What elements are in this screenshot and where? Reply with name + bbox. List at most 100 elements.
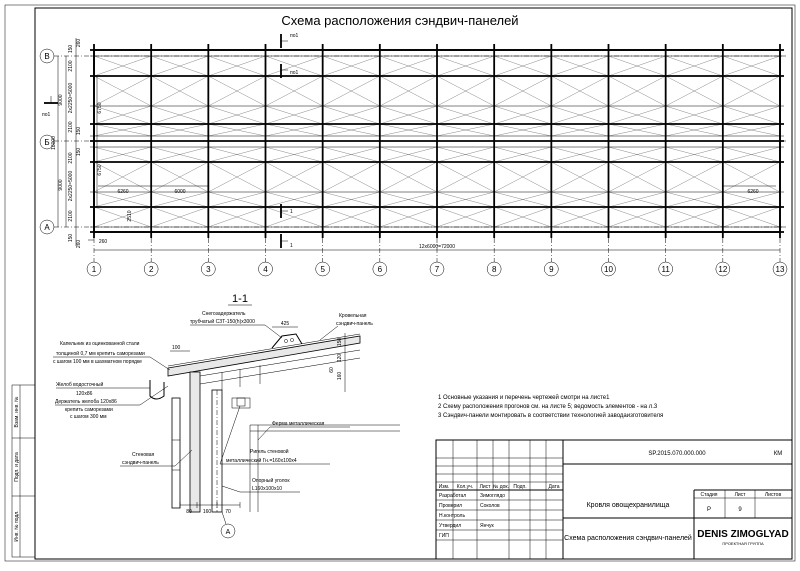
bay-brace [322, 206, 380, 228]
bay-brace [208, 146, 266, 163]
tb-sheet-name: Схема расположения сэндвич-панелей [564, 534, 692, 542]
label-roof-panel-1: Кровельная [339, 313, 367, 319]
dim-150-sec: 150 [337, 338, 343, 347]
title-block [435, 439, 793, 560]
bay-brace [436, 206, 495, 228]
note-2: 2 Схему расположения прогонов см. на лис… [438, 404, 658, 410]
column-axis-label: 13 [776, 265, 785, 274]
bay-brace [608, 161, 666, 193]
bay-brace [722, 146, 781, 163]
inner-frame [34, 7, 793, 560]
dim-425: 425 [281, 321, 290, 327]
bay-brace [265, 55, 323, 77]
tb-company: DENIS ZIMOGLYAD [697, 529, 789, 540]
sheet-title: Схема расположения сэндвич-панелей [281, 13, 518, 28]
bay-brace [151, 161, 209, 193]
rigel-profile [231, 397, 251, 409]
bay-brace [265, 123, 323, 137]
bay-brace [208, 123, 266, 137]
label-snow-spec: трубчатый СЗТ-150(h)х3000 [190, 318, 255, 325]
tb-project: Кровля овощехранилища [587, 502, 670, 509]
cut-markers: по1 по1 по1 1 1 [42, 33, 298, 249]
bay-brace [665, 105, 723, 125]
tb-list: 9 [738, 507, 742, 513]
bay-brace [151, 206, 209, 228]
angle-leader [221, 485, 241, 493]
snow-guard [271, 333, 303, 349]
label-wall-1: Стеновая [132, 452, 155, 458]
column-axis-marker [258, 261, 273, 277]
bay-brace [665, 161, 723, 193]
base-dim-70: 70 [225, 509, 231, 515]
bay-brace [208, 191, 266, 208]
roof-panel-skin [167, 333, 361, 367]
bay-brace [551, 191, 609, 208]
column-axis-marker [601, 261, 616, 277]
bay-brace [722, 123, 781, 137]
bay-brace [494, 161, 552, 193]
bay-brace [322, 123, 380, 137]
outer-frame [4, 4, 796, 562]
column-axis-label: 3 [206, 265, 211, 274]
section-axis-leader [221, 511, 227, 525]
bay-brace [265, 191, 323, 208]
label-drip-3: с шагом 100 мм в шахматном порядке [53, 359, 142, 365]
roof-panel [167, 335, 361, 377]
bay-brace [322, 191, 380, 208]
tb-km: КМ [774, 451, 783, 457]
bay-brace [494, 191, 552, 208]
tb-code: SP.2015.070.000.000 [648, 451, 706, 457]
tb-name-0: Зимоглядо [480, 493, 505, 499]
label-gutter-2: 120х86 [76, 391, 93, 397]
dim-2510: 2510 [127, 210, 133, 221]
row-axis-marker-b [39, 134, 55, 150]
tb-name-3: Янчук [480, 523, 494, 529]
truss-posts [221, 365, 261, 390]
bay-brace [722, 75, 781, 107]
bay-brace [151, 191, 209, 208]
dim-120-sec: 120 [337, 354, 343, 363]
roof-panel-leader [319, 325, 339, 341]
bay-brace [93, 206, 152, 228]
bay-brace [93, 55, 152, 77]
column-axis-marker [429, 261, 445, 277]
bay-brace [93, 75, 152, 107]
bay-brace [436, 191, 495, 208]
bay-brace [665, 146, 723, 163]
bay-brace [322, 146, 380, 163]
truss-leader [257, 426, 271, 441]
row-axis-a: А [44, 223, 50, 232]
bay-brace [436, 55, 495, 77]
column-axis-marker [372, 261, 388, 277]
bay-brace [665, 75, 723, 107]
bay-brace [665, 206, 723, 228]
dim-160-sec: 160 [337, 372, 343, 381]
dim-6260-right: 6260 [747, 189, 758, 195]
tb-stage-h: Стадия [700, 492, 717, 498]
label-snow: Снегозадержатель [202, 311, 246, 317]
bay-brace [722, 206, 781, 228]
bay-brace [722, 55, 781, 77]
bay-brace [322, 55, 380, 77]
tb-stage: Р [707, 507, 711, 513]
bay-brace [151, 55, 209, 77]
label-drip-2: толщиной 0,7 мм крепить саморезами [56, 350, 145, 357]
column-axis-marker [772, 261, 788, 277]
bay-brace [265, 206, 323, 228]
truss-chords [199, 349, 361, 385]
bay-brace [608, 206, 666, 228]
bay-brace [551, 146, 609, 163]
tb-role-1: Проверил [439, 503, 462, 509]
cut-1b: 1 [290, 243, 293, 249]
bay-brace [665, 123, 723, 137]
label-roof-panel-2: сэндвич-панель [336, 321, 373, 327]
tb-role-0: Разработал [439, 493, 466, 499]
wall-leader [174, 449, 193, 467]
tb-role-2: Н.контроль [439, 513, 465, 519]
plan-row-axes: В Б А [39, 48, 55, 235]
dim-2100-4: 2100 [68, 210, 74, 221]
cut-1a: 1 [290, 209, 293, 215]
bay-brace [551, 206, 609, 228]
tb-role-4: ГИП [439, 533, 449, 539]
bay-brace [322, 161, 380, 193]
